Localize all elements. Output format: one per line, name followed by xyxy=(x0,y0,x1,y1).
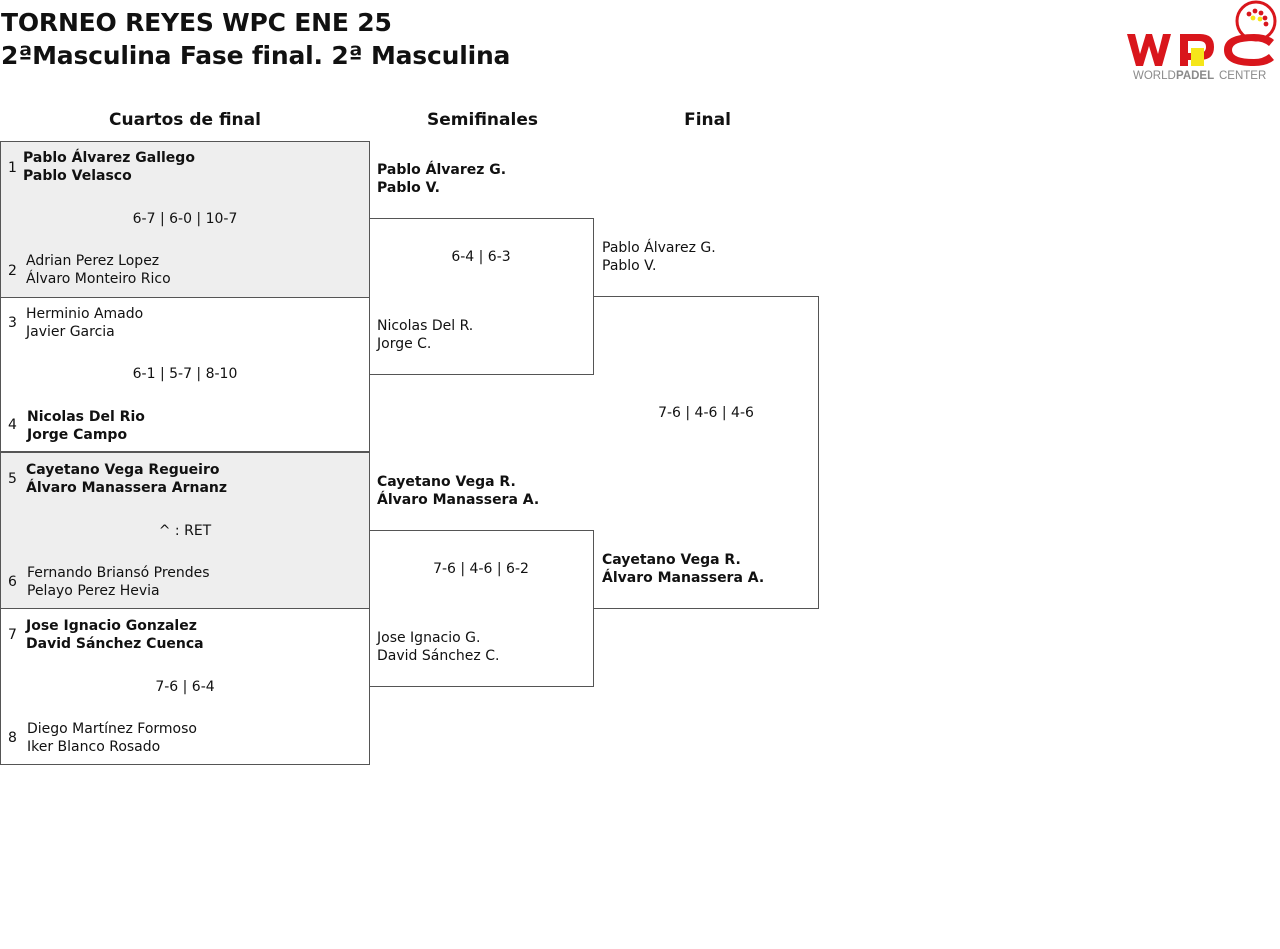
team-names: Fernando Briansó Prendes Pelayo Perez He… xyxy=(27,564,210,600)
player-name: Jose Ignacio G. xyxy=(377,630,481,646)
team-names: Adrian Perez Lopez Álvaro Monteiro Rico xyxy=(26,252,171,288)
tournament-title: TORNEO REYES WPC ENE 25 xyxy=(1,8,392,37)
player-name: Herminio Amado xyxy=(26,306,144,322)
semifinal-1-top-team: Pablo Álvarez G. Pablo V. xyxy=(377,161,506,197)
player-name: Nicolas Del R. xyxy=(377,318,474,334)
player-name: Iker Blanco Rosado xyxy=(27,739,161,755)
match-score: 6-1 | 5-7 | 8-10 xyxy=(132,366,238,382)
final-score: 7-6 | 4-6 | 4-6 xyxy=(658,405,754,421)
player-name: Álvaro Manassera A. xyxy=(377,492,540,508)
semifinal-bracket-2 xyxy=(369,530,594,687)
quarterfinal-match-2: 3 Herminio Amado Javier Garcia 6-1 | 5-7… xyxy=(0,296,370,452)
seed-number: 2 xyxy=(8,263,17,279)
seed-number: 8 xyxy=(8,730,17,746)
svg-text:PADEL: PADEL xyxy=(1176,70,1214,82)
semifinal-2-bottom-team: Jose Ignacio G. David Sánchez C. xyxy=(377,629,499,665)
semifinal-2-top-team: Cayetano Vega R. Álvaro Manassera A. xyxy=(377,473,539,509)
team-names: Herminio Amado Javier Garcia xyxy=(26,305,143,341)
match-score: 6-7 | 6-0 | 10-7 xyxy=(132,211,238,227)
semifinal-1-score: 6-4 | 6-3 xyxy=(451,249,511,265)
seed-number: 5 xyxy=(8,471,17,487)
quarterfinal-match-3: 5 Cayetano Vega Regueiro Álvaro Manasser… xyxy=(0,452,370,609)
match-score: 7-6 | 6-4 xyxy=(155,679,215,695)
player-name: Fernando Briansó Prendes xyxy=(27,565,210,581)
player-name: Álvaro Manassera Arnanz xyxy=(26,480,228,496)
quarterfinal-match-1: 1 Pablo Álvarez Gallego Pablo Velasco 6-… xyxy=(0,141,370,298)
round-header-semifinals: Semifinales xyxy=(427,110,538,130)
semifinal-2-score: 7-6 | 4-6 | 6-2 xyxy=(433,561,529,577)
player-name: Pablo Álvarez Gallego xyxy=(23,150,195,166)
team-names: Cayetano Vega Regueiro Álvaro Manassera … xyxy=(26,461,227,497)
seed-number: 7 xyxy=(8,627,17,643)
svg-text:WORLD: WORLD xyxy=(1133,70,1176,82)
match-score: ^ : RET xyxy=(158,523,212,539)
round-header-quarterfinals: Cuartos de final xyxy=(109,110,261,130)
seed-number: 1 xyxy=(8,160,17,176)
player-name: Javier Garcia xyxy=(26,324,115,340)
semifinal-bracket-1 xyxy=(369,218,594,375)
player-name: Pelayo Perez Hevia xyxy=(27,583,160,599)
player-name: Pablo Álvarez G. xyxy=(377,162,507,178)
seed-number: 3 xyxy=(8,315,17,331)
player-name: Pablo Álvarez G. xyxy=(602,240,716,256)
player-name: Nicolas Del Rio xyxy=(27,409,145,425)
player-name: Jose Ignacio Gonzalez xyxy=(26,618,197,634)
player-name: Cayetano Vega R. xyxy=(602,552,741,568)
player-name: Álvaro Monteiro Rico xyxy=(26,271,171,287)
team-names: Pablo Álvarez Gallego Pablo Velasco xyxy=(23,149,195,185)
player-name: David Sánchez Cuenca xyxy=(26,636,204,652)
final-top-team: Pablo Álvarez G. Pablo V. xyxy=(602,239,716,275)
quarterfinal-match-4: 7 Jose Ignacio Gonzalez David Sánchez Cu… xyxy=(0,608,370,765)
player-name: Pablo Velasco xyxy=(23,168,132,184)
player-name: Diego Martínez Formoso xyxy=(27,721,197,737)
team-names: Jose Ignacio Gonzalez David Sánchez Cuen… xyxy=(26,617,204,653)
player-name: Cayetano Vega Regueiro xyxy=(26,462,220,478)
player-name: Jorge C. xyxy=(377,336,432,352)
round-header-final: Final xyxy=(684,110,731,130)
team-names: Nicolas Del Rio Jorge Campo xyxy=(27,408,145,444)
semifinal-1-bottom-team: Nicolas Del R. Jorge C. xyxy=(377,317,473,353)
player-name: David Sánchez C. xyxy=(377,648,500,664)
category-subtitle: 2ªMasculina Fase final. 2ª Masculina xyxy=(1,41,511,70)
final-bracket xyxy=(594,296,819,609)
player-name: Pablo V. xyxy=(602,258,657,274)
player-name: Pablo V. xyxy=(377,180,440,196)
svg-text:CENTER: CENTER xyxy=(1219,70,1266,82)
player-name: Adrian Perez Lopez xyxy=(26,253,160,269)
seed-number: 4 xyxy=(8,417,17,433)
final-bottom-team: Cayetano Vega R. Álvaro Manassera A. xyxy=(602,551,764,587)
team-names: Diego Martínez Formoso Iker Blanco Rosad… xyxy=(27,720,197,756)
wpc-logo: WORLD PADEL CENTER xyxy=(1124,0,1280,84)
seed-number: 6 xyxy=(8,574,17,590)
player-name: Jorge Campo xyxy=(27,427,128,443)
player-name: Cayetano Vega R. xyxy=(377,474,516,490)
player-name: Álvaro Manassera A. xyxy=(602,570,765,586)
